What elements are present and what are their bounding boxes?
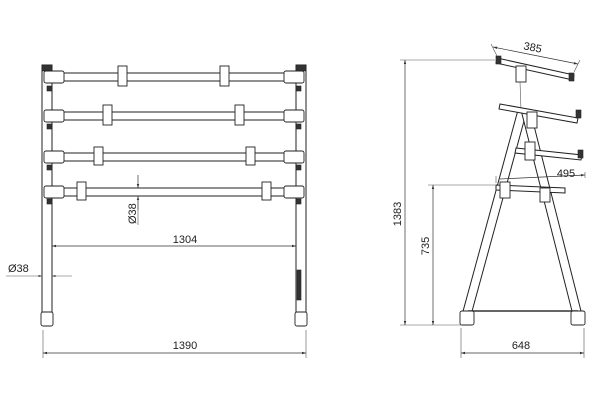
front-view: Ø38 1304 Ø38 1390	[6, 64, 308, 358]
right-upright-slot	[296, 269, 302, 301]
side-tier-3	[514, 141, 584, 161]
rear-foot	[570, 310, 586, 326]
front-tier-3	[43, 146, 305, 171]
overall-width-dimension	[42, 330, 307, 358]
base-depth-dimension	[460, 328, 585, 358]
upright-diameter-label: Ø38	[8, 263, 29, 275]
overall-height-dimension	[400, 59, 495, 326]
side-tier-2	[498, 103, 582, 129]
left-upright-cap	[41, 64, 53, 72]
top-tier-depth-dimension	[490, 43, 581, 73]
front-tube-diameter-label: Ø38	[127, 203, 139, 224]
front-tier-1	[43, 65, 305, 92]
front-tier-4	[43, 181, 305, 205]
right-upright-cap	[295, 64, 307, 72]
bottom-tier-height-label: 735	[420, 237, 432, 255]
side-tier-4	[495, 181, 566, 203]
overall-height-label: 1383	[392, 202, 404, 226]
side-tier-1	[495, 55, 575, 111]
rear-leg	[520, 109, 583, 316]
side-view: 385 495 1383 735 648	[392, 40, 586, 358]
lower-tier-depth-dimension	[495, 172, 586, 183]
overall-width-label: 1390	[173, 340, 197, 352]
front-foot	[459, 310, 475, 326]
base-depth-label: 648	[512, 340, 530, 352]
bottom-tier-height-dimension	[428, 184, 495, 325]
tier-1-left-holder	[117, 65, 128, 87]
inner-width-label: 1304	[173, 234, 197, 246]
tier-1-right-holder	[219, 65, 230, 87]
front-tier-2	[43, 104, 305, 130]
right-foot	[294, 311, 308, 327]
lower-tier-depth-label: 495	[557, 168, 575, 180]
left-foot	[40, 311, 54, 327]
top-tier-depth-label: 385	[522, 40, 542, 55]
front-leg	[461, 109, 528, 316]
